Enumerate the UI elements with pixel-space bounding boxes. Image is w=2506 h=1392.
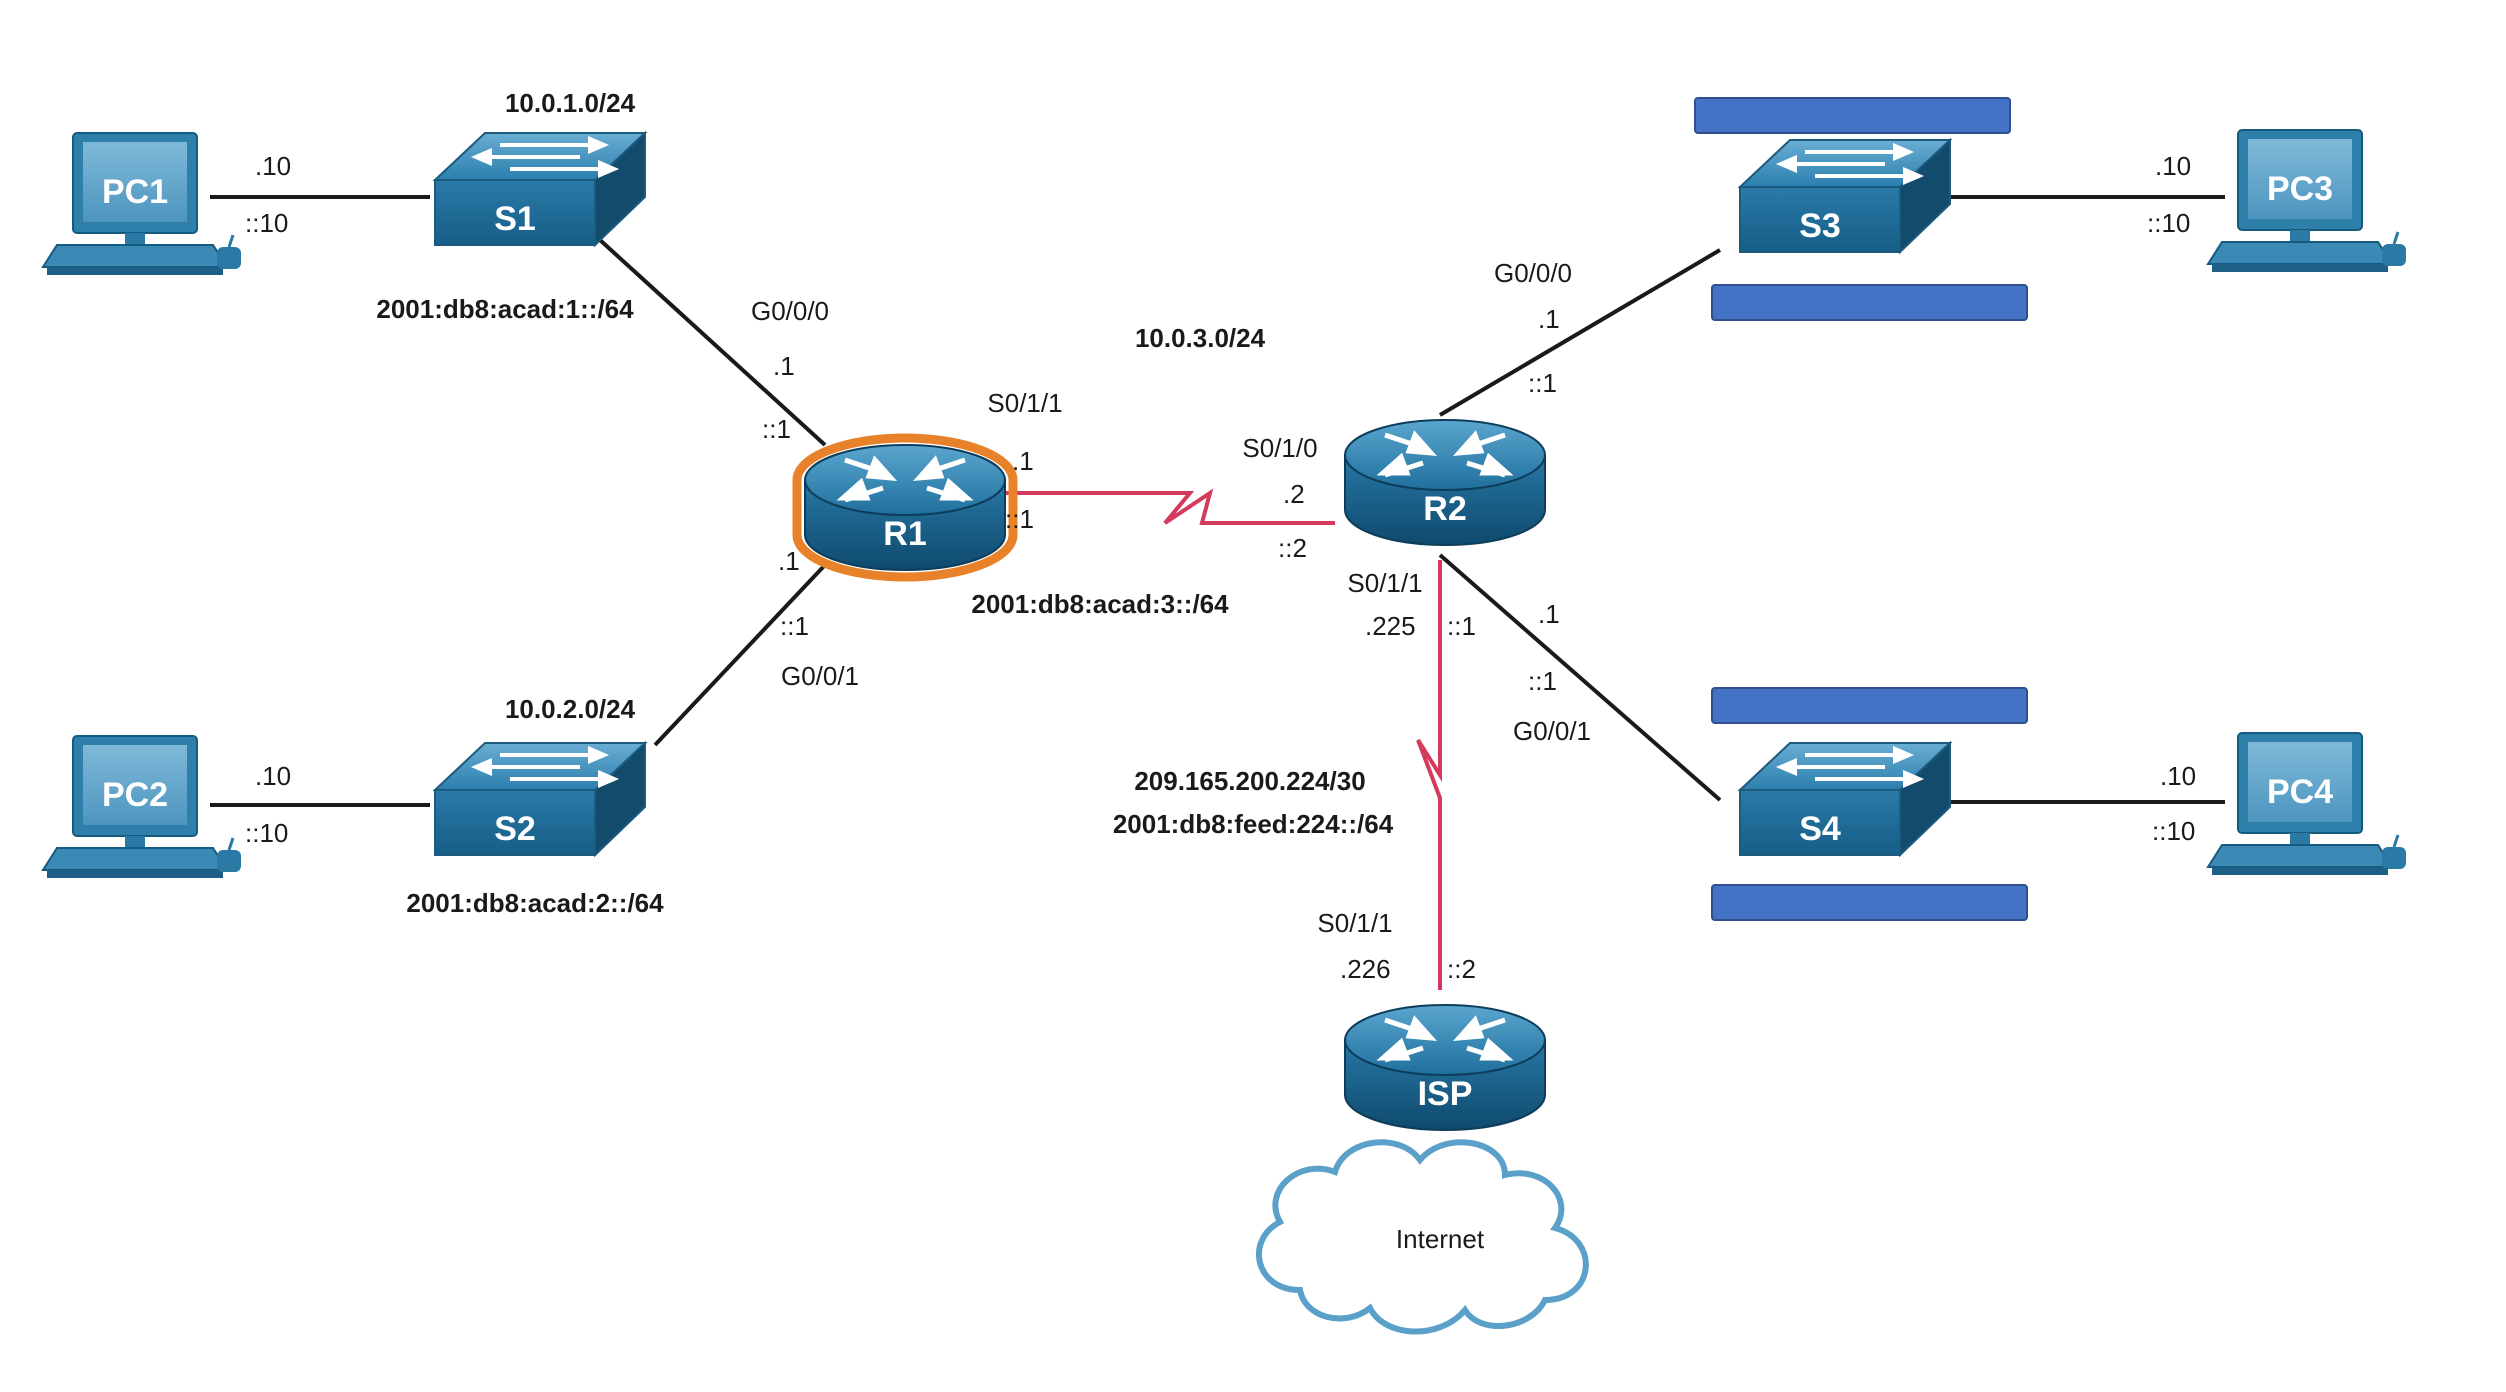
network-labels: 10.0.1.0/24 2001:db8:acad:1::/64 10.0.2.… — [376, 88, 1393, 918]
internet-label: Internet — [1396, 1224, 1485, 1254]
pc4-ipv4-host: .10 — [2160, 761, 2196, 791]
r2-s010-ipv4: .2 — [1283, 479, 1305, 509]
r1-g000-interface: G0/0/0 — [751, 296, 829, 326]
r1-s011-ipv6: ::1 — [1005, 504, 1034, 534]
s2-label: S2 — [494, 810, 536, 848]
s4-hidden-label-bottom — [1711, 884, 2028, 921]
s3-hidden-label-top — [1694, 97, 2011, 134]
r2-g001-ipv6: ::1 — [1528, 666, 1557, 696]
pc2[interactable]: PC2 — [41, 734, 243, 880]
switch-s3[interactable]: S3 — [1738, 138, 1952, 254]
wan-ipv6-network: 2001:db8:acad:3::/64 — [971, 589, 1229, 619]
r1-highlight-ring — [792, 433, 1018, 582]
switch-s1[interactable]: S1 — [433, 131, 647, 247]
pc2-ipv4-host: .10 — [255, 761, 291, 791]
r1-label: R1 — [883, 515, 926, 553]
isp-ipv4-network: 209.165.200.224/30 — [1134, 766, 1365, 796]
pc4-ipv6-host: ::10 — [2152, 816, 2195, 846]
r2-s011-interface: S0/1/1 — [1347, 568, 1422, 598]
lan2-ipv4-network: 10.0.2.0/24 — [505, 694, 636, 724]
r1-g001-ipv4: .1 — [778, 546, 800, 576]
isp-s011-interface: S0/1/1 — [1317, 908, 1392, 938]
s3-hidden-label-bottom — [1711, 284, 2028, 321]
isp-s011-ipv6: ::2 — [1447, 954, 1476, 984]
r1-s011-interface: S0/1/1 — [987, 388, 1062, 418]
wan-ipv4-network: 10.0.3.0/24 — [1135, 323, 1266, 353]
pc3[interactable]: PC3 — [2206, 128, 2408, 274]
s4-label: S4 — [1799, 810, 1841, 848]
link-r2-s4 — [1438, 553, 1722, 802]
r1-g001-ipv6: ::1 — [780, 611, 809, 641]
switch-s4[interactable]: S4 — [1738, 741, 1952, 857]
r2-label: R2 — [1423, 490, 1466, 528]
router-r2[interactable]: R2 — [1345, 420, 1545, 545]
pc2-label: PC2 — [102, 776, 168, 814]
s4-hidden-label-top — [1711, 687, 2028, 724]
r2-s010-ipv6: ::2 — [1278, 533, 1307, 563]
r1-g001-interface: G0/0/1 — [781, 661, 859, 691]
r2-g001-ipv4: .1 — [1538, 599, 1560, 629]
internet-cloud: Internet — [1255, 1139, 1589, 1335]
router-isp[interactable]: ISP — [1345, 1005, 1545, 1130]
link-r1-r2-serial — [1000, 488, 1335, 525]
isp-ipv6-network: 2001:db8:feed:224::/64 — [1113, 809, 1394, 839]
pc3-ipv4-host: .10 — [2155, 151, 2191, 181]
r2-g000-ipv4: .1 — [1538, 304, 1560, 334]
r2-s011-ipv6: ::1 — [1447, 611, 1476, 641]
redaction-boxes — [1694, 97, 2028, 921]
switch-s2[interactable]: S2 — [433, 741, 647, 857]
r2-s011-ipv4: .225 — [1365, 611, 1416, 641]
router-r1[interactable]: R1 — [792, 433, 1018, 582]
pc2-ipv6-host: ::10 — [245, 818, 288, 848]
pc3-ipv6-host: ::10 — [2147, 208, 2190, 238]
r1-g000-ipv6: ::1 — [762, 414, 791, 444]
lan1-ipv4-network: 10.0.1.0/24 — [505, 88, 636, 118]
interface-labels: G0/0/0 G0/0/1 S0/1/1 S0/1/0 G0/0/0 S0/1/… — [751, 258, 1591, 938]
isp-label: ISP — [1418, 1075, 1473, 1113]
ethernet-links — [210, 195, 2225, 807]
pc1-ipv6-host: ::10 — [245, 208, 288, 238]
s3-label: S3 — [1799, 207, 1841, 245]
address-labels: .10 ::10 .10 ::10 .10 ::10 .10 ::10 .1 :… — [245, 151, 2196, 984]
serial-links — [1000, 488, 1442, 990]
r2-g000-interface: G0/0/0 — [1494, 258, 1572, 288]
link-s2-r1 — [653, 563, 827, 747]
link-r2-isp-serial — [1416, 560, 1442, 990]
isp-s011-ipv4: .226 — [1340, 954, 1391, 984]
s1-label: S1 — [494, 200, 536, 238]
lan1-ipv6-network: 2001:db8:acad:1::/64 — [376, 294, 634, 324]
link-s1-r1 — [598, 238, 827, 447]
pc1[interactable]: PC1 — [41, 131, 243, 277]
pc4[interactable]: PC4 — [2206, 731, 2408, 877]
pc3-label: PC3 — [2267, 170, 2333, 208]
lan2-ipv6-network: 2001:db8:acad:2::/64 — [406, 888, 664, 918]
link-r2-s3 — [1438, 248, 1722, 417]
pc1-label: PC1 — [102, 173, 168, 211]
r1-g000-ipv4: .1 — [773, 351, 795, 381]
r2-g000-ipv6: ::1 — [1528, 368, 1557, 398]
pc4-label: PC4 — [2267, 773, 2333, 811]
r2-g001-interface: G0/0/1 — [1513, 716, 1591, 746]
r1-s011-ipv4: .1 — [1012, 446, 1034, 476]
pc1-ipv4-host: .10 — [255, 151, 291, 181]
r2-s010-interface: S0/1/0 — [1242, 433, 1317, 463]
